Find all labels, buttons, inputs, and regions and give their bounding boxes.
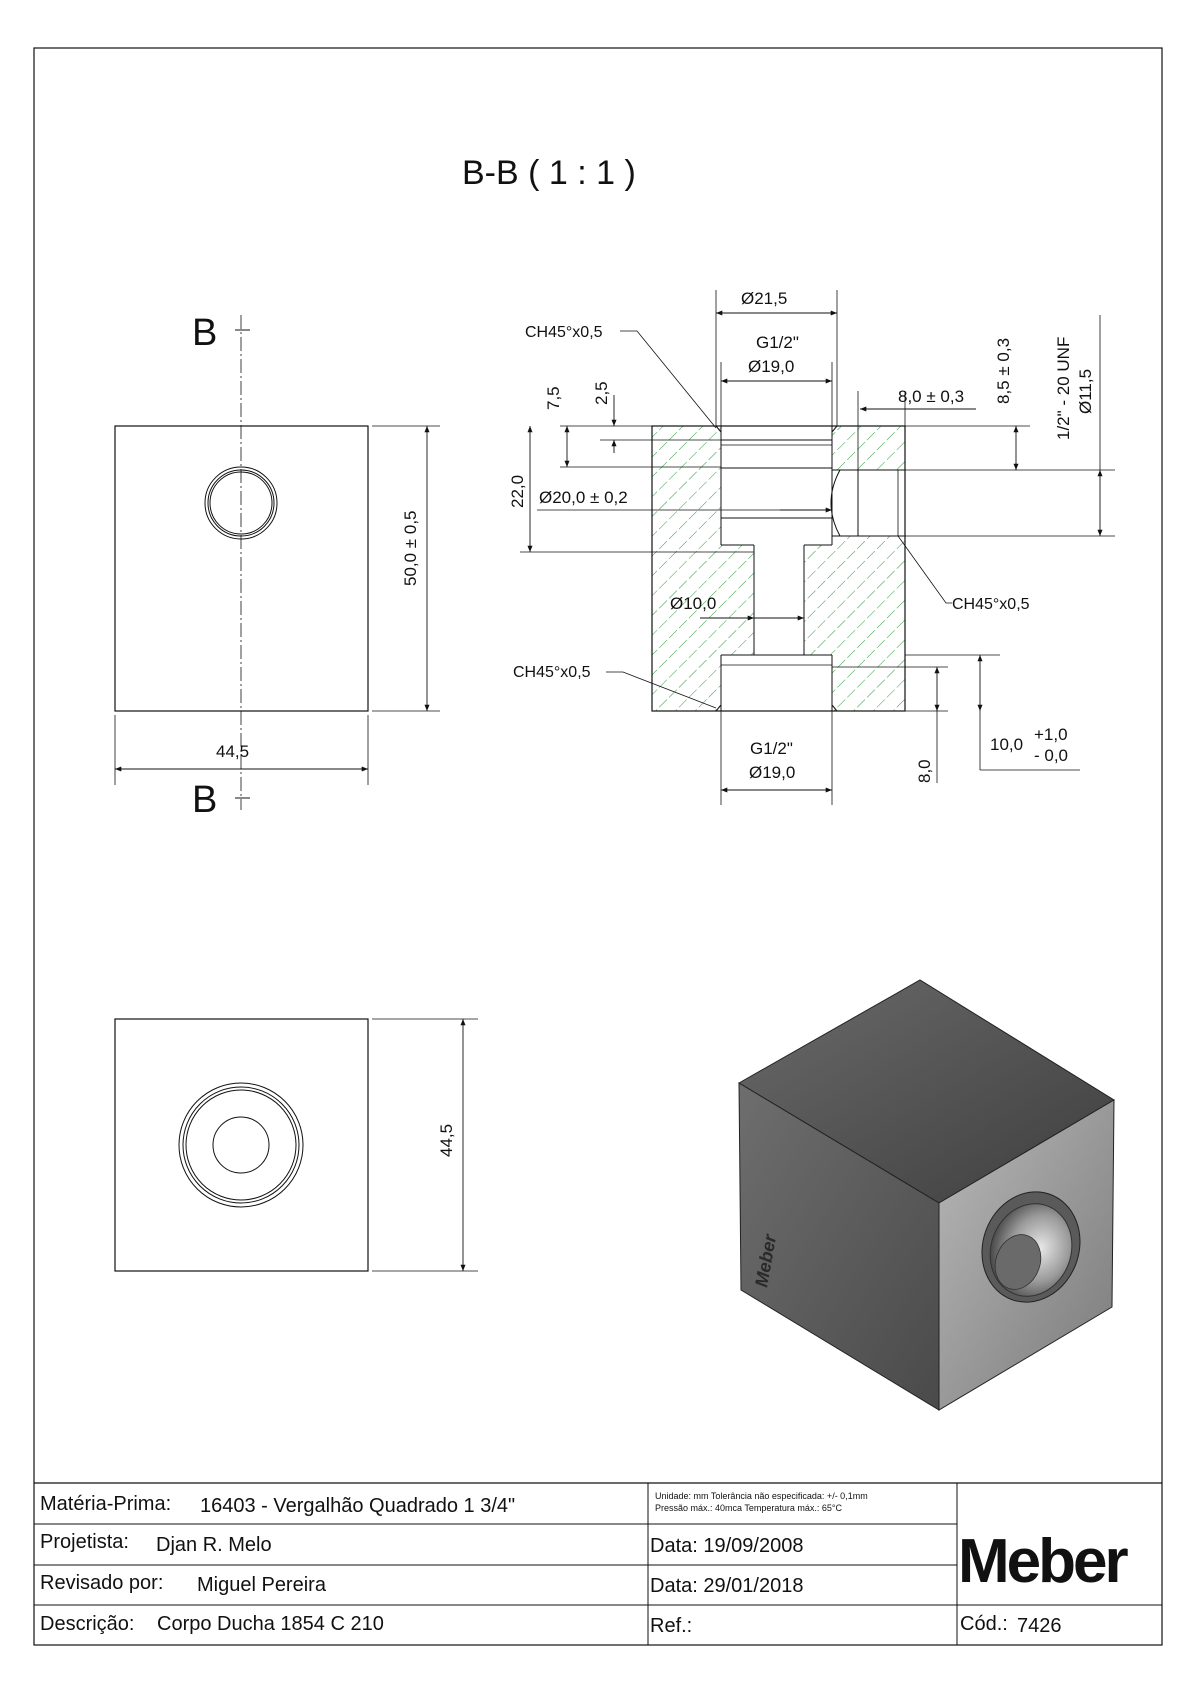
dim-unf-thread: 1/2" - 20 UNF	[1054, 337, 1073, 440]
chamfer-top-label: CH45°x0,5	[525, 324, 603, 341]
dim-thread-bottom: G1/2"	[750, 739, 793, 758]
dim-dia-19-bottom: Ø19,0	[749, 763, 795, 782]
dim-thread-top: G1/2"	[756, 333, 799, 352]
chamfer-right-label: CH45°x0,5	[952, 596, 1030, 613]
dim-tol-plus: +1,0	[1034, 725, 1068, 744]
dim-dia-21-5: Ø21,5	[741, 289, 787, 308]
date-revised: Data: 29/01/2018	[650, 1575, 803, 1597]
units-note: Unidade: mm Tolerância não especificada:…	[655, 1491, 868, 1501]
ref-label: Ref.:	[650, 1615, 692, 1637]
date-created: Data: 19/09/2008	[650, 1535, 803, 1557]
dim-22-0: 22,0	[508, 475, 527, 508]
front-view: B B 50,0 ± 0,5 44,5	[114, 312, 440, 821]
dim-8-0-pm: 8,0 ± 0,3	[898, 387, 964, 406]
section-view: Ø21,5 G1/2" Ø19,0 CH45°x0,5 7,5 2,5 22,0…	[508, 289, 1115, 805]
dim-dia-20: Ø20,0 ± 0,2	[539, 488, 628, 507]
dim-10-0: 10,0	[990, 735, 1023, 754]
title-block: Matéria-Prima: 16403 - Vergalhão Quadrad…	[34, 1482, 1162, 1645]
cod-value: 7426	[1017, 1615, 1062, 1637]
materia-label: Matéria-Prima:	[40, 1493, 171, 1515]
section-label-bottom: B	[192, 779, 217, 821]
dim-2-5: 2,5	[592, 381, 611, 405]
cod-label: Cód.:	[960, 1613, 1008, 1635]
dim-height-50: 50,0 ± 0,5	[401, 511, 420, 587]
dim-width-44-5: 44,5	[216, 742, 249, 761]
chamfer-bottom-label: CH45°x0,5	[513, 664, 591, 681]
dim-side-44-5: 44,5	[437, 1124, 456, 1157]
pressure-temp-note: Pressão máx.: 40mca Temperatura máx.: 65…	[655, 1503, 843, 1513]
isometric-view: Meber	[738, 979, 1115, 1411]
descricao-label: Descrição:	[40, 1613, 134, 1635]
top-view: 44,5	[114, 1018, 478, 1272]
revisado-value: Miguel Pereira	[197, 1574, 327, 1596]
dim-dia-11-5: Ø11,5	[1076, 369, 1095, 414]
dim-dia-10: Ø10,0	[670, 594, 716, 613]
descricao-value: Corpo Ducha 1854 C 210	[157, 1613, 384, 1635]
dim-dia-19-top: Ø19,0	[748, 357, 794, 376]
projetista-value: Djan R. Melo	[156, 1534, 272, 1556]
sheet-border	[33, 47, 1163, 1646]
materia-value: 16403 - Vergalhão Quadrado 1 3/4"	[200, 1495, 515, 1517]
revisado-label: Revisado por:	[40, 1572, 163, 1594]
dim-tol-minus: - 0,0	[1034, 746, 1068, 765]
dim-7-5: 7,5	[544, 386, 563, 410]
section-hatch	[652, 426, 905, 711]
dim-8-5-pm: 8,5 ± 0,3	[994, 338, 1013, 404]
dim-8-0: 8,0	[915, 759, 934, 783]
projetista-label: Projetista:	[40, 1531, 129, 1553]
section-view-title: B-B ( 1 : 1 )	[462, 154, 636, 192]
company-logo: Meber	[958, 1527, 1128, 1596]
section-label-top: B	[192, 312, 217, 354]
